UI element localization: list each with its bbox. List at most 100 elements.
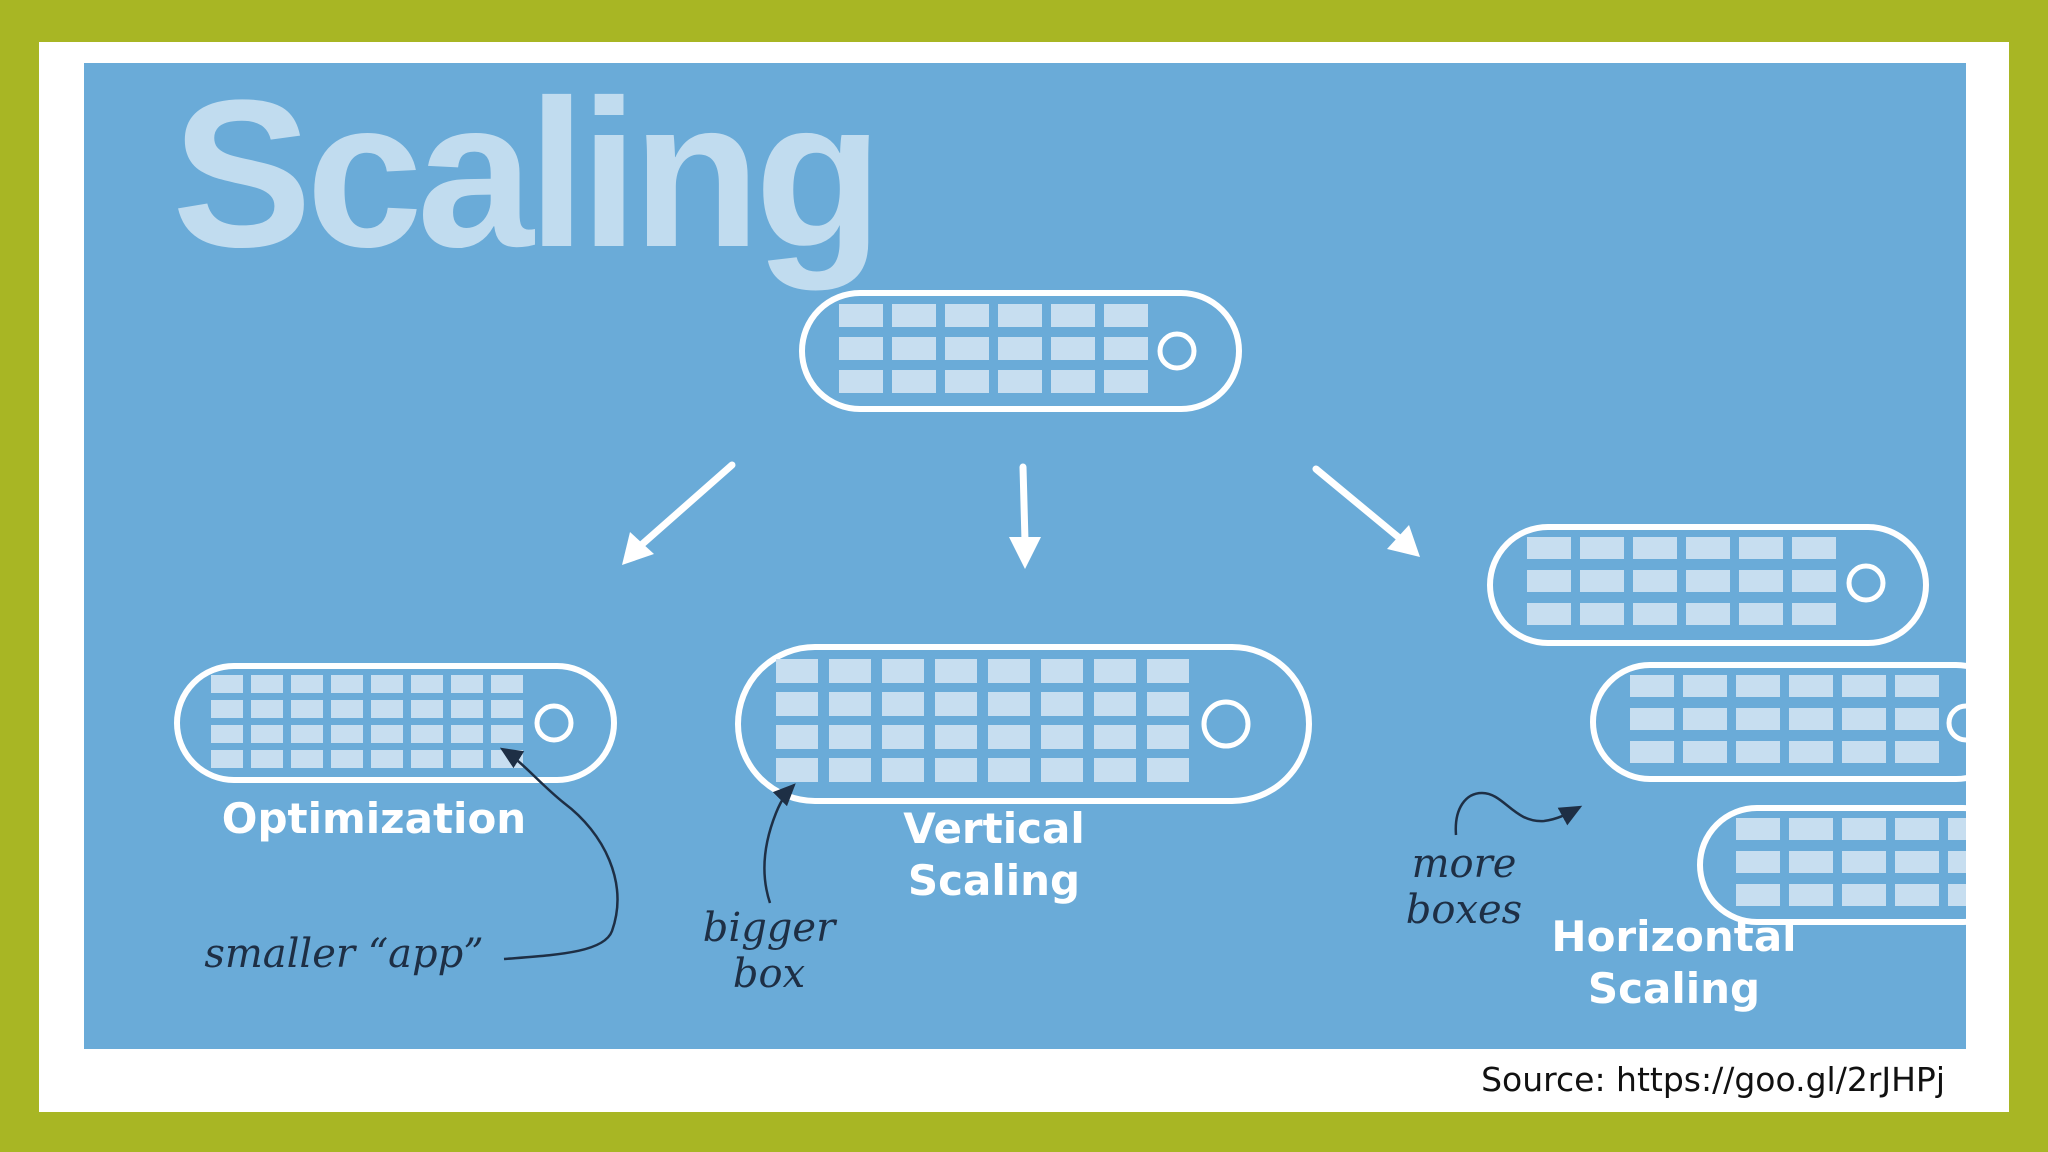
server-box-cell [1789, 818, 1833, 840]
server-box-cell [1630, 741, 1674, 763]
server-box-cell [1739, 537, 1783, 559]
server-box-cell [1789, 708, 1833, 730]
smaller-app-pointer [499, 747, 619, 961]
bigger-box-note: bigger box [684, 905, 854, 997]
server-box-cell [892, 304, 936, 327]
server-box-cell [1527, 603, 1571, 625]
horizontal-label-line1: Horizontal [1551, 912, 1797, 961]
server-box-cell [1895, 675, 1939, 697]
server-box-cell [1094, 692, 1136, 716]
server-box-cell [1094, 758, 1136, 782]
server-box-cell [998, 337, 1042, 360]
server-box-cell [451, 725, 483, 743]
server-box-cell [1792, 603, 1836, 625]
server-box-cell [1041, 692, 1083, 716]
server-box-cell [829, 692, 871, 716]
optimization-label: Optimization [221, 794, 527, 843]
arrow-to-horizontal [1312, 465, 1420, 557]
server-box-cell [988, 692, 1030, 716]
server-box-cell [1686, 537, 1730, 559]
server-box-outline [799, 290, 1242, 412]
diagram-graphics [174, 290, 1966, 961]
server-box-cell [331, 675, 363, 693]
server-box-cell [1792, 537, 1836, 559]
server-box-cell [839, 370, 883, 393]
server-box-cell [1041, 758, 1083, 782]
server-box-cell [1147, 725, 1189, 749]
server-box-cell [1683, 675, 1727, 697]
server-box-cell [1633, 570, 1677, 592]
server-box-outline [1487, 524, 1929, 646]
server-box-cell [998, 370, 1042, 393]
server-box-cell [1842, 741, 1886, 763]
server-box-cell [371, 725, 403, 743]
server-box-cell [1580, 570, 1624, 592]
server-box-port [1201, 699, 1251, 749]
server-box-cell [411, 725, 443, 743]
server-box-cell [1527, 570, 1571, 592]
server-box-cell [1895, 741, 1939, 763]
bigger-server-box [735, 644, 1312, 804]
server-box-cell [1792, 570, 1836, 592]
server-box-cell [1895, 851, 1939, 873]
server-box-cell [411, 750, 443, 768]
server-box-cell [1789, 675, 1833, 697]
server-box-cell [1633, 603, 1677, 625]
server-box-cell [251, 700, 283, 718]
server-box-cell [1842, 818, 1886, 840]
server-box-cell [1686, 603, 1730, 625]
server-box-cell [291, 725, 323, 743]
server-box-cell [1041, 659, 1083, 683]
server-box-cell [1580, 603, 1624, 625]
server-box-cell [1104, 370, 1148, 393]
server-box-cell [211, 700, 243, 718]
server-box-cell [1683, 741, 1727, 763]
server-box-port [1846, 563, 1886, 603]
server-box-cell [892, 337, 936, 360]
server-box-cell [882, 758, 924, 782]
more-boxes-note-line1: more [1411, 841, 1517, 887]
server-box-cell [1094, 725, 1136, 749]
server-box-cell [1842, 884, 1886, 906]
horizontal-scaling-label: Horizontal Scaling [1524, 911, 1824, 1015]
server-box-cell [211, 725, 243, 743]
server-box-cell [1147, 758, 1189, 782]
server-box-cell [882, 659, 924, 683]
server-box-cell [1527, 537, 1571, 559]
server-box-cell [491, 725, 523, 743]
server-box-cell [1041, 725, 1083, 749]
horizontal-server-box-3 [1697, 805, 1966, 925]
server-box-cell [1789, 851, 1833, 873]
server-box-outline [1697, 805, 1966, 925]
server-box-cell [1104, 337, 1148, 360]
server-box-cell [1789, 884, 1833, 906]
server-box-cell [1094, 659, 1136, 683]
server-box-cell [776, 692, 818, 716]
server-box-outline [1590, 662, 1966, 782]
server-box-cell [945, 337, 989, 360]
server-box-cell [1842, 675, 1886, 697]
server-box-cell [998, 304, 1042, 327]
original-server-box [799, 290, 1242, 412]
server-box-cell [1633, 537, 1677, 559]
server-box-port [534, 703, 574, 743]
scaling-diagram: Scaling [84, 63, 1966, 1049]
server-box-cell [776, 758, 818, 782]
server-box-cell [1051, 337, 1095, 360]
server-box-cell [451, 750, 483, 768]
server-box-cell [371, 700, 403, 718]
server-box-cell [1104, 304, 1148, 327]
more-boxes-pointer [1454, 791, 1583, 836]
server-box-cell [1736, 708, 1780, 730]
server-box-cell [1736, 818, 1780, 840]
server-box-cell [935, 659, 977, 683]
server-box-cell [1895, 708, 1939, 730]
more-boxes-note-line2: boxes [1405, 887, 1523, 933]
server-box-cell [1736, 741, 1780, 763]
server-box-cell [935, 725, 977, 749]
diagram-title: Scaling [172, 63, 883, 291]
server-box-cell [251, 675, 283, 693]
server-box-cell [1948, 851, 1966, 873]
bigger-box-note-line1: bigger [702, 905, 836, 951]
server-box-port [1946, 703, 1966, 743]
